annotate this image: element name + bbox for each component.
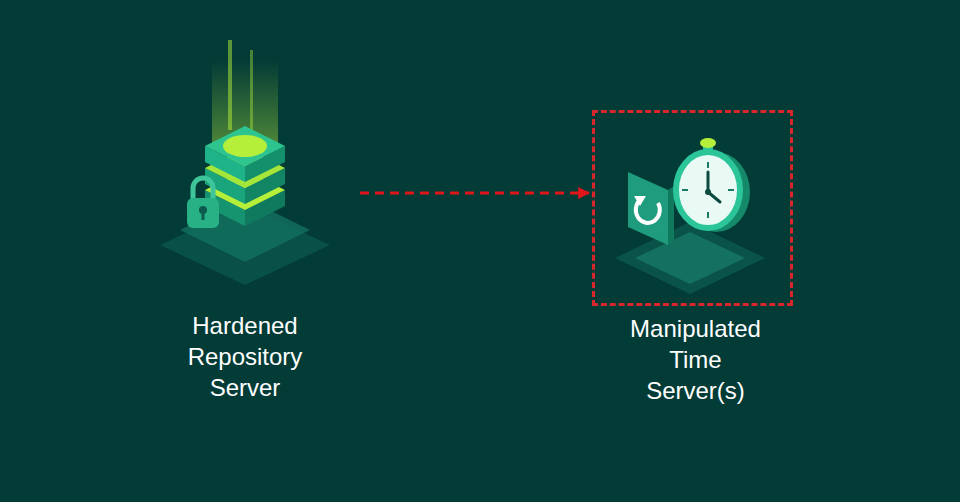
refresh-arrow bbox=[634, 196, 646, 206]
stopwatch-crown bbox=[700, 138, 716, 148]
clipboard-side bbox=[668, 186, 674, 245]
server-disk bbox=[223, 135, 267, 157]
tick-mark bbox=[682, 189, 688, 191]
padlock-body bbox=[187, 198, 219, 228]
light-beam bbox=[250, 50, 253, 130]
tick-mark bbox=[707, 212, 709, 218]
padlock-keyhole bbox=[202, 211, 205, 220]
highlight-box: Manipulated Time Server(s) bbox=[592, 110, 793, 306]
time-server-icon bbox=[615, 138, 765, 294]
padlock-shackle bbox=[193, 178, 213, 200]
server-node: Hardened Repository Server bbox=[130, 110, 360, 306]
node-label: Manipulated Time Server(s) bbox=[618, 313, 773, 406]
base-plate bbox=[615, 222, 765, 294]
clock-pivot bbox=[705, 189, 711, 195]
tick-mark bbox=[728, 189, 734, 191]
dashed-arrow bbox=[360, 192, 589, 195]
node-label: Hardened Repository Server bbox=[170, 310, 320, 403]
tick-mark bbox=[707, 162, 709, 168]
server-icon bbox=[160, 40, 330, 285]
base-plate bbox=[635, 232, 745, 284]
server-layer bbox=[205, 126, 285, 166]
stopwatch-face bbox=[676, 152, 740, 228]
light-beam bbox=[228, 40, 232, 130]
clipboard bbox=[628, 172, 668, 245]
